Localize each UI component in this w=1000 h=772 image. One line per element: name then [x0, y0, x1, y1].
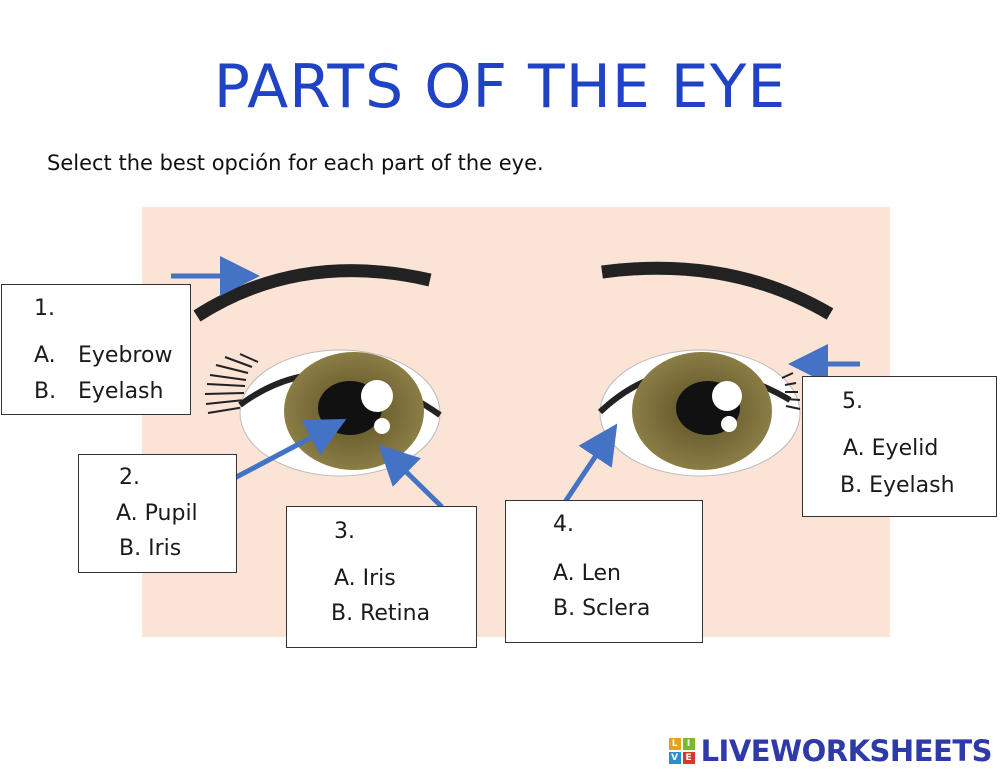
- question-1-option-b[interactable]: Eyelash: [78, 379, 164, 404]
- arrow-sclera: [562, 423, 618, 504]
- question-1-option-b-letter[interactable]: B.: [34, 379, 57, 404]
- left-eyebrow: [193, 264, 432, 322]
- left-eye: [204, 349, 442, 477]
- liveworksheets-logo[interactable]: L I V E LIVEWORKSHEETS: [668, 734, 993, 768]
- question-4-option-a[interactable]: A. Len: [553, 561, 621, 586]
- right-eye: [597, 349, 801, 477]
- question-5-option-a[interactable]: A. Eyelid: [843, 436, 939, 461]
- question-3-option-a[interactable]: A. Iris: [334, 566, 396, 591]
- question-2-option-a[interactable]: A. Pupil: [116, 501, 198, 526]
- question-5-box: 5. A. Eyelid B. Eyelash: [802, 376, 997, 517]
- question-3-option-b[interactable]: B. Retina: [331, 601, 431, 626]
- logo-text: LIVEWORKSHEETS: [700, 734, 993, 768]
- question-1-number: 1.: [34, 296, 55, 321]
- question-4-box: 4. A. Len B. Sclera: [505, 500, 703, 643]
- question-2-option-b[interactable]: B. Iris: [119, 536, 182, 561]
- question-1-option-a-letter[interactable]: A.: [34, 343, 56, 368]
- question-5-option-b[interactable]: B. Eyelash: [840, 473, 955, 498]
- question-2-box: 2. A. Pupil B. Iris: [78, 454, 237, 573]
- question-5-number: 5.: [842, 389, 863, 414]
- question-4-option-b[interactable]: B. Sclera: [553, 596, 651, 621]
- logo-mark-icon: L I V E: [668, 738, 695, 764]
- question-3-number: 3.: [334, 519, 355, 544]
- right-eyebrow: [601, 261, 834, 320]
- question-2-number: 2.: [119, 465, 140, 490]
- question-3-box: 3. A. Iris B. Retina: [286, 506, 477, 648]
- instruction-text: Select the best opción for each part of …: [47, 151, 544, 175]
- question-1-option-a[interactable]: Eyebrow: [78, 343, 173, 368]
- arrow-iris: [378, 444, 444, 509]
- arrow-pupil: [225, 418, 347, 485]
- page-title: PARTS OF THE EYE: [213, 52, 787, 122]
- question-1-box: 1. A. Eyebrow B. Eyelash: [1, 284, 191, 415]
- question-4-number: 4.: [553, 512, 574, 537]
